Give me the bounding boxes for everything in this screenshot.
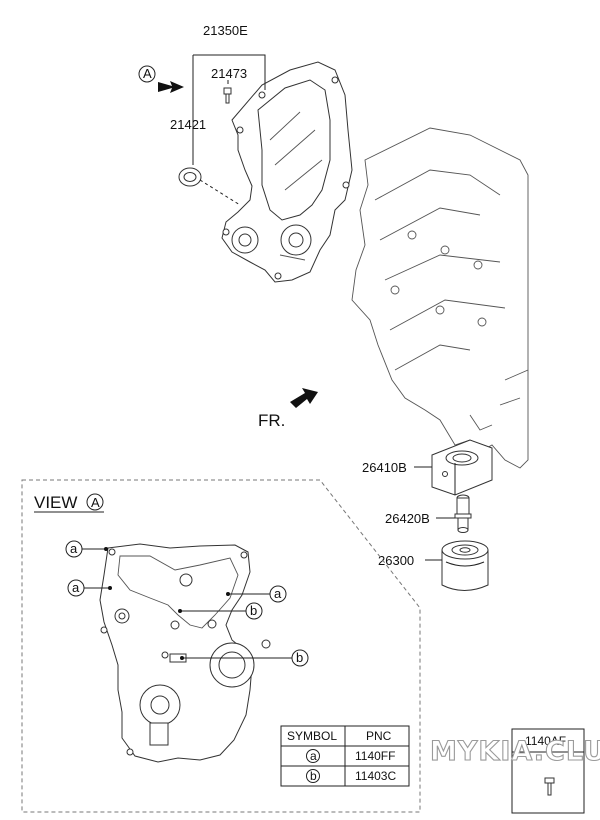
view-a-arrow [138, 65, 184, 93]
view-a-cover-drawing [99, 543, 271, 763]
symbol-table-row2-symbol: b [310, 769, 317, 783]
oil-seal-part [178, 167, 241, 206]
symbol-table-header-symbol: SYMBOL [287, 729, 337, 743]
callout-26300: 26300 [378, 553, 414, 568]
symbol-table [280, 725, 410, 787]
callout-21421: 21421 [170, 117, 206, 132]
ref-b-2: b [296, 650, 303, 665]
fitting-part [454, 494, 472, 533]
view-a-title-letter: A [91, 495, 100, 510]
ref-a-2: a [72, 580, 80, 595]
leader-21350E [193, 54, 266, 90]
symbol-table-header-pnc: PNC [366, 729, 392, 743]
view-a-arrow-letter: A [143, 66, 152, 81]
ref-a-1: a [70, 541, 78, 556]
ref-b-1: b [250, 603, 257, 618]
ref-a-3: a [274, 586, 282, 601]
front-direction-label: FR. [258, 411, 285, 430]
oil-cooler-part [431, 439, 493, 496]
engine-block-outline [351, 127, 529, 469]
symbol-table-row2-pnc: 11403C [355, 769, 396, 783]
timing-cover-part [221, 61, 353, 283]
view-a-title: VIEW [34, 493, 77, 512]
fastener-box-title: 1140AF [525, 734, 566, 748]
symbol-table-row1-pnc: 1140FF [355, 749, 395, 763]
cover-bolt-part [223, 87, 232, 104]
callout-26410B: 26410B [362, 460, 407, 475]
callout-26420B: 26420B [385, 511, 430, 526]
view-a-detail-frame [21, 479, 421, 813]
view-a-reference-leaders [65, 540, 309, 667]
watermark-logo: MYKIA.CLUB [430, 736, 600, 767]
fastener-box [511, 728, 585, 814]
callout-21473: 21473 [211, 66, 247, 81]
front-direction-arrow [290, 388, 318, 408]
callout-21350E: 21350E [203, 23, 248, 38]
symbol-table-row1-symbol: a [310, 749, 317, 763]
oil-filter-part [441, 540, 489, 591]
